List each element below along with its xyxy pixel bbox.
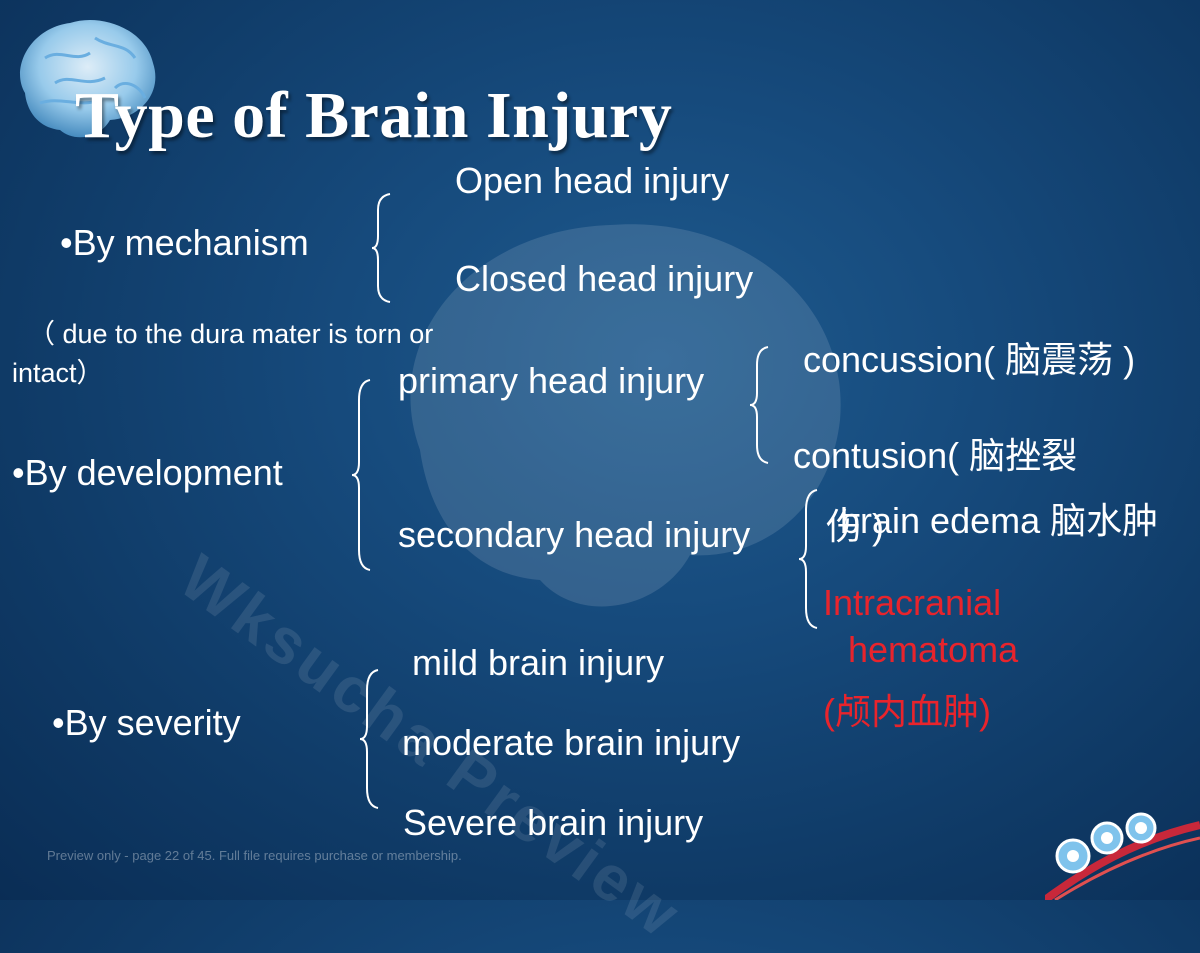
page-title: Type of Brain Injury	[75, 79, 673, 152]
primary-type: concussion( 脑震荡 )	[803, 339, 1136, 380]
secondary-type: (颅内血肿)	[823, 691, 991, 732]
severity-level: Severe brain injury	[403, 802, 704, 843]
mechanism-option: Closed head injury	[455, 258, 754, 299]
mechanism-option: Open head injury	[455, 160, 730, 201]
secondary-type: Intracranial	[823, 582, 1002, 623]
secondary-brace	[798, 489, 818, 629]
development-brace	[351, 379, 371, 571]
mechanism-label: •By mechanism	[60, 222, 309, 263]
mechanism-note: intact）	[12, 358, 104, 388]
brain-icon	[20, 19, 156, 138]
severity-brace	[359, 669, 379, 809]
secondary-type: hematoma	[848, 629, 1019, 670]
secondary-injury: secondary head injury	[398, 514, 751, 555]
severity-label: •By severity	[52, 702, 241, 743]
mechanism-note: （ due to the dura mater is torn or	[28, 319, 434, 349]
brain-icon	[410, 224, 841, 607]
development-label: •By development	[12, 452, 283, 493]
footer-note: Preview only - page 22 of 45. Full file …	[47, 848, 462, 863]
severity-level: moderate brain injury	[402, 722, 741, 763]
logo-icon	[1045, 812, 1200, 900]
primary-type: 伤 )	[826, 506, 884, 547]
severity-level: mild brain injury	[412, 642, 665, 683]
mechanism-brace	[371, 193, 391, 303]
secondary-type: brain edema 脑水肿	[840, 500, 1159, 541]
primary-type: contusion( 脑挫裂	[793, 435, 1078, 476]
primary-brace	[749, 346, 769, 464]
primary-injury: primary head injury	[398, 360, 705, 401]
